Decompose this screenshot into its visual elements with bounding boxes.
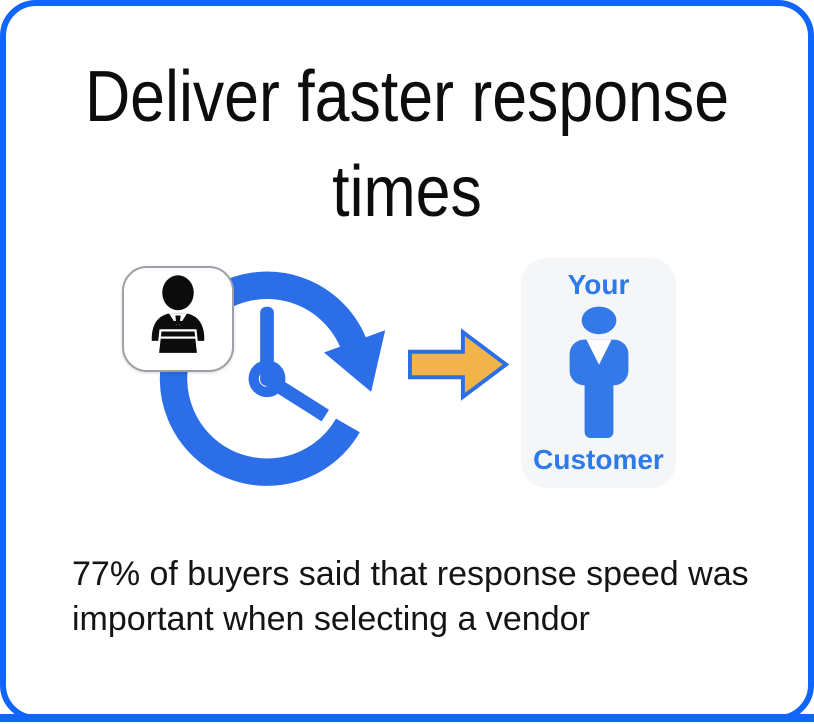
customer-bottom-label: Customer xyxy=(533,444,664,475)
customer-card: Your Customer xyxy=(521,258,676,488)
stat-text: 77% of buyers said that response speed w… xyxy=(72,552,749,642)
title-line-2: times xyxy=(332,152,482,232)
page-title: Deliver faster response times xyxy=(53,50,761,240)
person-icon xyxy=(569,306,628,438)
title-line-1: Deliver faster response xyxy=(84,57,730,137)
block-arrow-right-icon xyxy=(407,328,509,401)
stat-line-2: important when selecting a vendor xyxy=(72,600,590,638)
bottom-accent-bar xyxy=(0,714,814,722)
businessperson-icon xyxy=(151,275,205,356)
stat-line-1: 77% of buyers said that response speed w… xyxy=(72,555,749,593)
customer-top-label: Your xyxy=(567,269,630,300)
agent-badge xyxy=(122,266,234,372)
